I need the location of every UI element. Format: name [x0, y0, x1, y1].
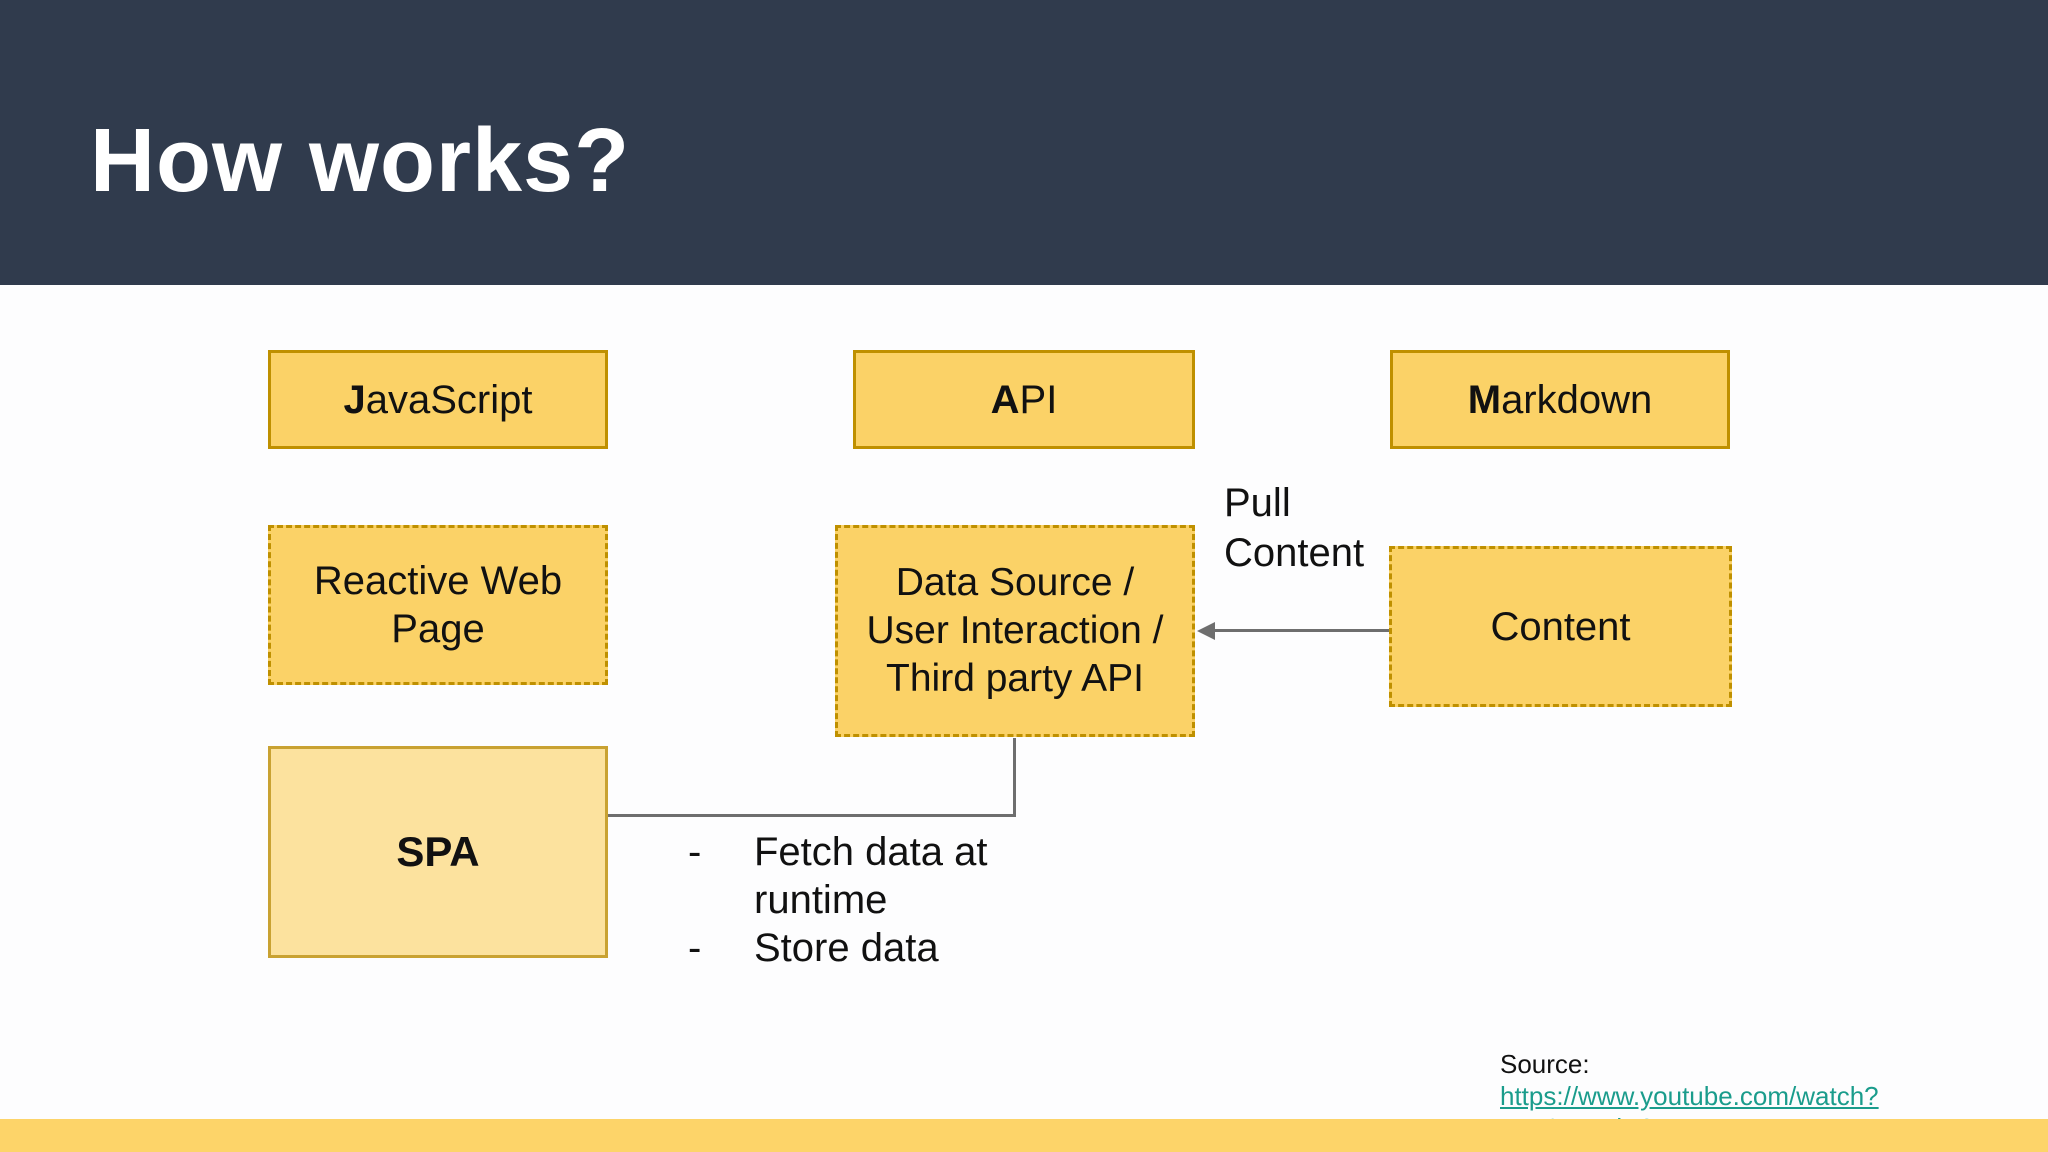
box-content-label: Content — [1490, 604, 1631, 649]
bottom-accent-bar — [0, 1119, 2048, 1152]
pull-arrow-line — [1212, 629, 1389, 632]
pull-content-label: Pull Content — [1224, 481, 1365, 575]
box-reactive-web-page: Reactive Web Page — [268, 525, 608, 685]
box-api-first-letter: A — [990, 377, 1020, 422]
box-content: Content — [1389, 546, 1732, 707]
box-markdown-label: Markdown — [1468, 376, 1653, 424]
box-reactive-web-page-label: Reactive Web Page — [313, 559, 563, 651]
box-javascript: JavaScript — [268, 350, 608, 449]
box-spa-label: SPA — [396, 828, 480, 875]
box-javascript-first-letter: J — [343, 377, 366, 422]
title-bar: How works? — [0, 0, 2048, 285]
box-markdown-rest: arkdown — [1501, 377, 1653, 422]
box-javascript-rest: avaScript — [365, 377, 533, 422]
bullet-list: - Fetch data at runtime - Store data — [688, 828, 987, 972]
list-item: - Store data — [688, 924, 987, 972]
box-markdown-first-letter: M — [1467, 377, 1502, 422]
box-api-label: API — [991, 376, 1058, 424]
spa-connector-vertical-line — [1013, 738, 1016, 817]
bullet-dash: - — [688, 926, 702, 970]
box-api: API — [853, 350, 1195, 449]
box-spa: SPA — [268, 746, 608, 958]
arrow-left-icon — [1197, 622, 1215, 640]
bullet-text: Store data — [754, 926, 939, 970]
list-item: - Fetch data at runtime — [688, 828, 987, 924]
box-data-source-label: Data Source / User Interaction / Third p… — [866, 561, 1164, 700]
bullet-dash: - — [688, 830, 702, 874]
source-label: Source: — [1500, 1049, 1590, 1079]
box-markdown: Markdown — [1390, 350, 1730, 449]
box-javascript-label: JavaScript — [344, 376, 533, 424]
bullet-text: Fetch data at runtime — [754, 830, 988, 922]
box-api-rest: PI — [1019, 377, 1058, 422]
page-title: How works? — [90, 111, 631, 211]
box-data-source: Data Source / User Interaction / Third p… — [835, 525, 1195, 737]
spa-connector-horizontal-line — [608, 814, 1016, 817]
